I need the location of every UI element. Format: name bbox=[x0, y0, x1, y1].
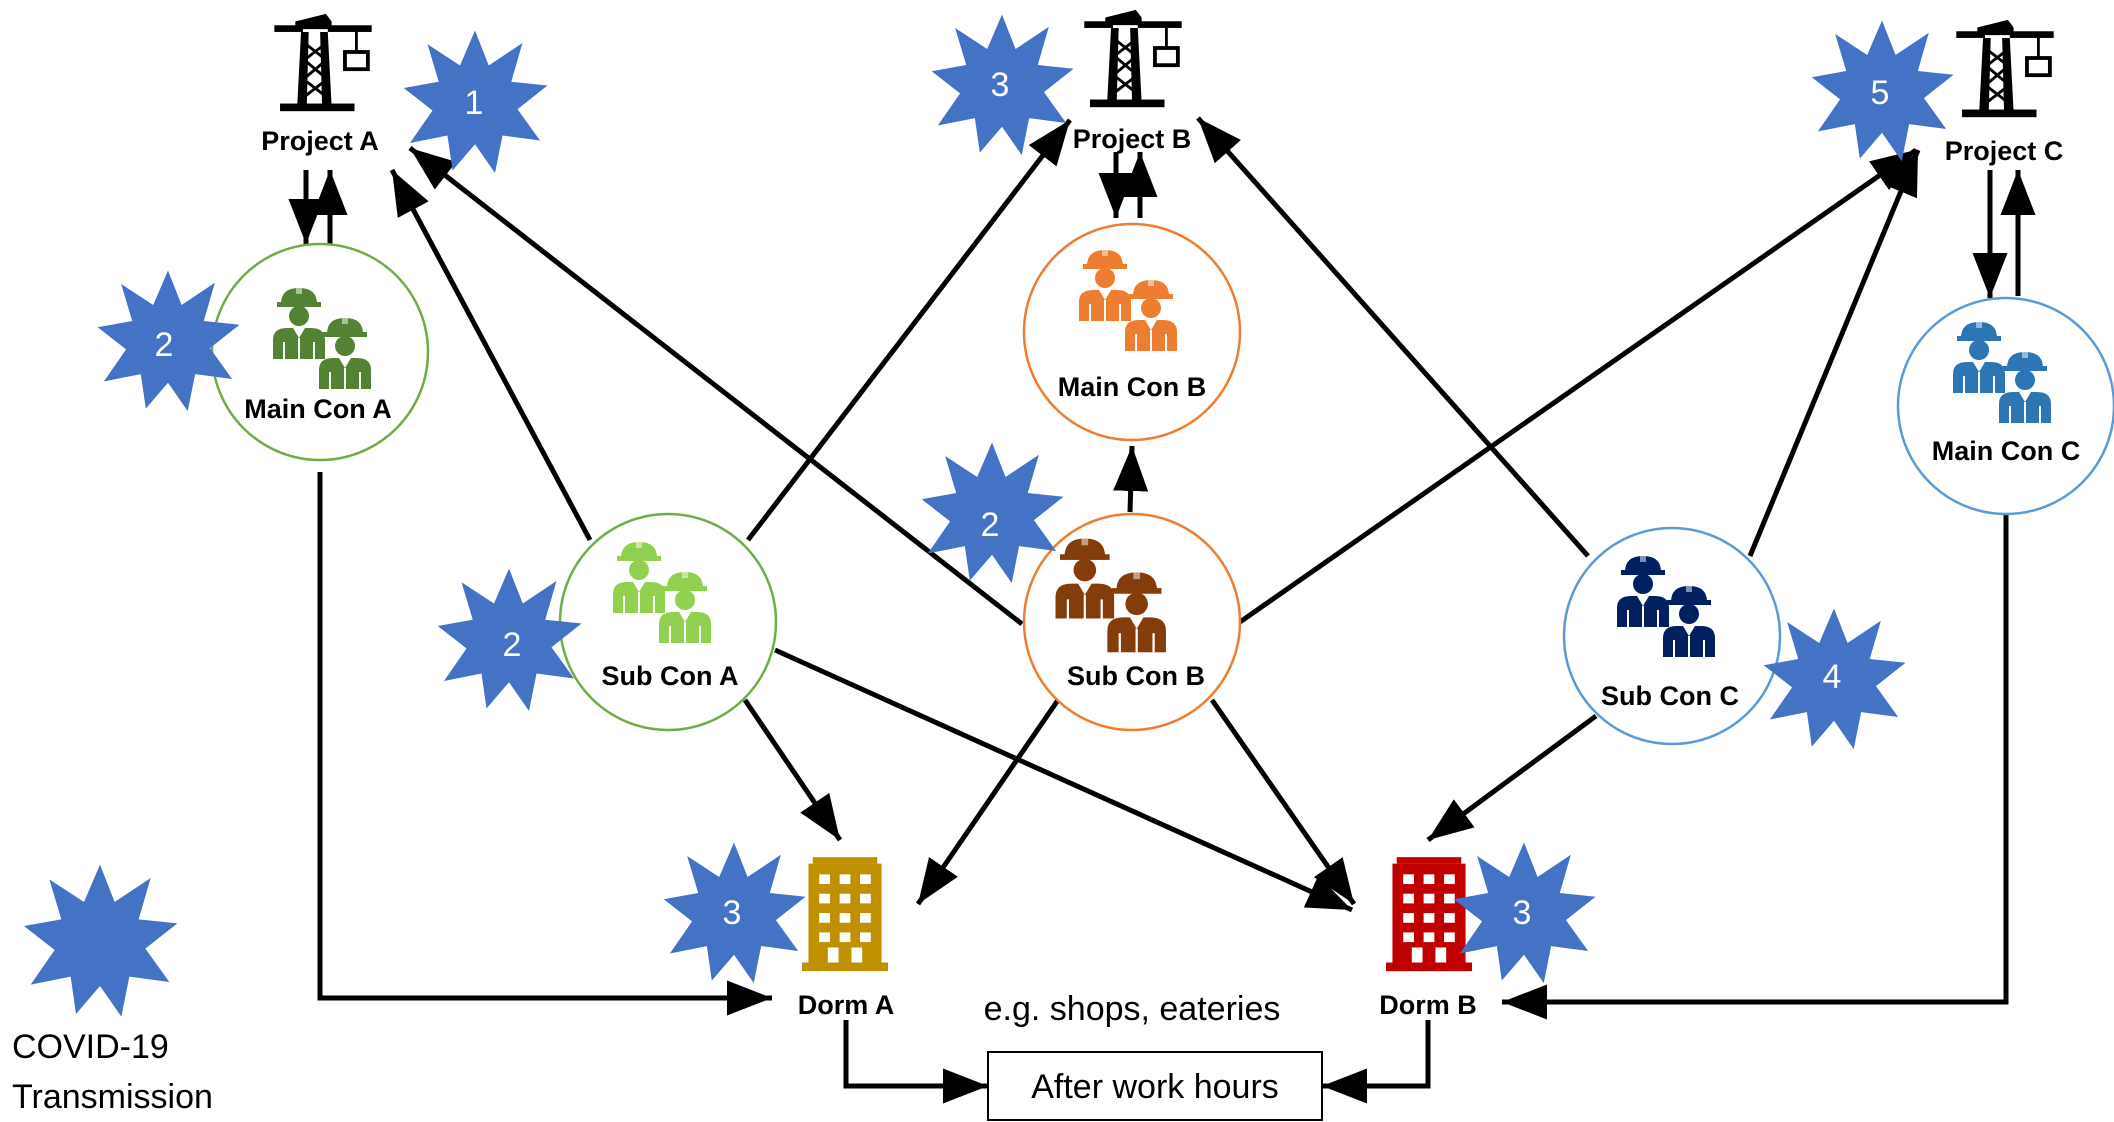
dorm-a-label: Dorm A bbox=[798, 990, 895, 1020]
arrow-dormB-to-afterwork bbox=[1322, 1020, 1431, 1104]
burst-number: 2 bbox=[503, 626, 522, 664]
burst-number: 2 bbox=[155, 326, 174, 364]
dorm-b-node: Dorm B bbox=[1379, 857, 1477, 1020]
burst-project-b: 3 bbox=[931, 14, 1074, 156]
burst-number: 3 bbox=[991, 66, 1010, 104]
connections bbox=[288, 116, 2036, 1104]
legend-line-2: Transmission bbox=[12, 1078, 213, 1116]
burst-project-c: 5 bbox=[1811, 20, 1954, 162]
burst-main-con-a: 2 bbox=[97, 270, 240, 412]
arrow-subA-to-dormB bbox=[773, 647, 1354, 913]
arrow-subA-to-dormA bbox=[742, 698, 843, 842]
burst-number: 3 bbox=[723, 894, 742, 932]
sub-con-c-label: Sub Con C bbox=[1601, 681, 1739, 711]
building-icon bbox=[1386, 857, 1472, 972]
arrow-subB-to-projC bbox=[1238, 147, 1918, 625]
legend: COVID-19 Transmission bbox=[12, 864, 213, 1116]
arrow-subC-to-dormB bbox=[1426, 713, 1598, 843]
arrow-mainA-to-dormA bbox=[317, 472, 772, 1016]
arrow-subC-to-projC bbox=[1747, 149, 1921, 557]
burst-icon bbox=[24, 864, 178, 1017]
after-work-label: After work hours bbox=[1031, 1068, 1279, 1106]
burst-number: 5 bbox=[1871, 74, 1890, 112]
building-icon bbox=[802, 857, 888, 972]
burst-sub-con-a: 2 bbox=[437, 568, 582, 711]
arrow-subB-to-dormA bbox=[915, 698, 1061, 906]
sub-con-a-label: Sub Con A bbox=[602, 661, 739, 691]
arrow-subB-to-projA bbox=[408, 146, 1024, 626]
sub-con-b-node: Sub Con B bbox=[1022, 512, 1242, 732]
project-a-label: Project A bbox=[261, 126, 379, 156]
arrow-subA-to-projB bbox=[746, 118, 1072, 542]
main-con-a-node: Main Con A bbox=[210, 242, 430, 462]
burst-number: 4 bbox=[1823, 658, 1842, 696]
arrow-dormA-to-afterwork bbox=[843, 1020, 988, 1104]
burst-sub-con-b: 2 bbox=[921, 442, 1064, 584]
burst-number: 2 bbox=[981, 506, 1000, 544]
dorm-b-label: Dorm B bbox=[1379, 990, 1477, 1020]
arrow-mainC-to-dormB bbox=[1502, 514, 2009, 1020]
sub-con-b-label: Sub Con B bbox=[1067, 661, 1205, 691]
burst-number: 3 bbox=[1513, 894, 1532, 932]
main-con-c-node: Main Con C bbox=[1896, 296, 2114, 516]
crane-icon bbox=[272, 11, 374, 114]
main-con-c-label: Main Con C bbox=[1932, 436, 2081, 466]
main-con-b-label: Main Con B bbox=[1058, 372, 1207, 402]
sub-con-a-node: Sub Con A bbox=[558, 512, 778, 732]
burst-project-a: 1 bbox=[403, 30, 548, 173]
arrow-subC-to-projB bbox=[1196, 116, 1590, 558]
project-b-label: Project B bbox=[1073, 124, 1192, 154]
burst-dorm-a: 3 bbox=[663, 842, 806, 984]
crane-icon bbox=[1082, 7, 1184, 110]
after-work-caption: e.g. shops, eateries bbox=[984, 990, 1281, 1028]
arrow-subB-to-mainB bbox=[1113, 445, 1149, 513]
project-c-label: Project C bbox=[1945, 136, 2064, 166]
after-work-box-frame bbox=[987, 1051, 1323, 1121]
main-con-a-label: Main Con A bbox=[244, 394, 392, 424]
burst-dorm-b: 3 bbox=[1453, 842, 1596, 984]
dorm-a-node: Dorm A bbox=[798, 857, 895, 1020]
arrow-subA-to-projA bbox=[389, 168, 593, 542]
burst-sub-con-c: 4 bbox=[1763, 608, 1906, 750]
project-a-node: Project A bbox=[261, 11, 379, 156]
project-b-node: Project B bbox=[1073, 7, 1192, 154]
main-con-b-node: Main Con B bbox=[1022, 222, 1242, 442]
crane-icon bbox=[1954, 17, 2056, 120]
arrow-subB-to-dormB bbox=[1209, 698, 1357, 906]
burst-number: 1 bbox=[465, 84, 484, 122]
legend-line-1: COVID-19 bbox=[12, 1028, 169, 1066]
project-c-node: Project C bbox=[1945, 17, 2064, 166]
sub-con-c-node: Sub Con C bbox=[1562, 526, 1782, 746]
after-work-box: After work hours bbox=[987, 1051, 1323, 1121]
